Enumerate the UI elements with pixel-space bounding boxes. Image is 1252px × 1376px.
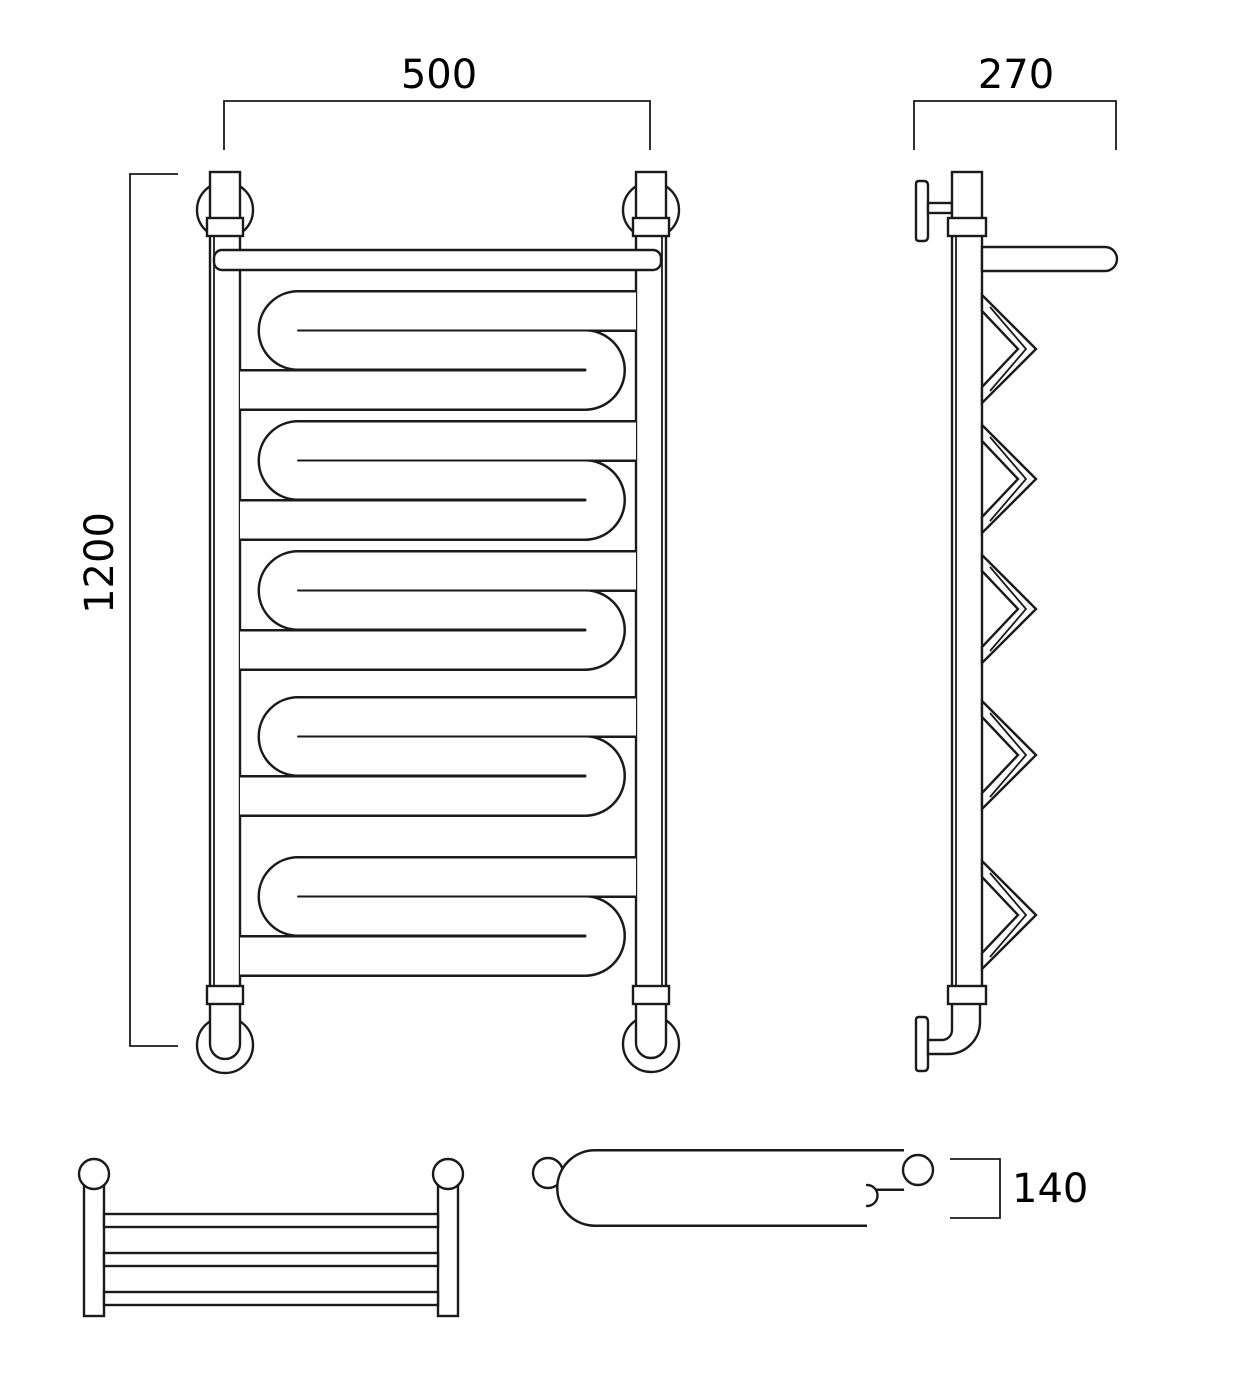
left-vertical-pipe — [208, 170, 242, 992]
top-view-right-cap — [431, 1157, 465, 1191]
coil-4 — [240, 696, 636, 817]
side-coil-1 — [980, 292, 1038, 406]
side-bottom-nut — [946, 984, 988, 1006]
side-coil-profiles — [980, 292, 1038, 972]
top-view-left-cap — [77, 1157, 111, 1191]
top-right-nut — [631, 216, 671, 238]
side-top-bar — [980, 245, 1119, 273]
coil-2 — [240, 420, 636, 541]
top-shelf-bar — [212, 248, 663, 272]
depth-dimension-label: 270 — [978, 52, 1054, 98]
width-dimension: 500 — [223, 52, 651, 150]
shelf-depth-dimension: 140 — [950, 1158, 1088, 1219]
bottom-left-wall-mount — [195, 1000, 255, 1075]
depth-dimension: 270 — [913, 52, 1117, 150]
height-dimension: 1200 — [77, 173, 178, 1047]
side-coil-4 — [980, 698, 1038, 812]
side-bottom-wall-bracket — [914, 1000, 982, 1073]
right-vertical-pipe — [634, 170, 668, 992]
top-view-right-post — [436, 1182, 460, 1318]
width-dimension-label: 500 — [401, 52, 477, 98]
plan-view-coil — [556, 1149, 904, 1227]
side-view: 270 — [913, 52, 1119, 1073]
top-view — [77, 1157, 465, 1318]
side-vertical-pipe — [950, 170, 984, 992]
bottom-left-nut — [205, 984, 245, 1006]
top-view-bar-3 — [102, 1290, 440, 1307]
height-dimension-label: 1200 — [77, 512, 123, 614]
side-top-nut — [946, 216, 988, 238]
side-top-wall-bracket — [914, 179, 954, 243]
top-view-bar-2 — [102, 1251, 440, 1268]
top-view-left-post — [82, 1182, 106, 1318]
serpentine-coils — [240, 290, 636, 977]
bottom-right-wall-mount — [621, 1000, 681, 1074]
side-coil-3 — [980, 552, 1038, 666]
plan-view-right-cap — [901, 1153, 935, 1187]
top-view-bar-1 — [102, 1212, 440, 1229]
top-left-nut — [205, 216, 245, 238]
plan-view: 140 — [531, 1149, 1088, 1227]
shelf-depth-dimension-label: 140 — [1012, 1166, 1088, 1212]
coil-1 — [240, 290, 636, 411]
side-coil-2 — [980, 422, 1038, 536]
front-view: 500 1200 — [77, 52, 681, 1075]
side-coil-5 — [980, 858, 1038, 972]
coil-3 — [240, 550, 636, 671]
bottom-right-nut — [631, 984, 671, 1006]
coil-5 — [240, 856, 636, 977]
